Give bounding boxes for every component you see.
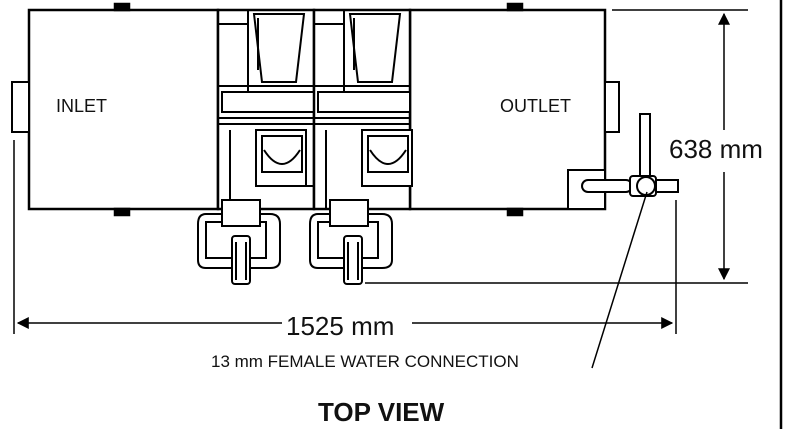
depth-dimension-label: 638 mm bbox=[669, 134, 763, 164]
water-connection-label: 13 mm FEMALE WATER CONNECTION bbox=[211, 352, 519, 371]
depth-dimension bbox=[365, 9, 748, 284]
dispenser-right bbox=[309, 8, 413, 285]
dispenser-left bbox=[197, 8, 316, 285]
width-dimension bbox=[13, 140, 677, 334]
outlet-label: OUTLET bbox=[500, 96, 572, 116]
width-dimension-label: 1525 mm bbox=[284, 311, 397, 342]
water-valve bbox=[581, 113, 679, 197]
view-title: TOP VIEW bbox=[318, 397, 445, 427]
inlet-tank bbox=[11, 2, 220, 217]
connection-leader-line bbox=[591, 191, 648, 369]
inlet-label: INLET bbox=[56, 96, 108, 116]
outlet-tank bbox=[408, 2, 620, 217]
